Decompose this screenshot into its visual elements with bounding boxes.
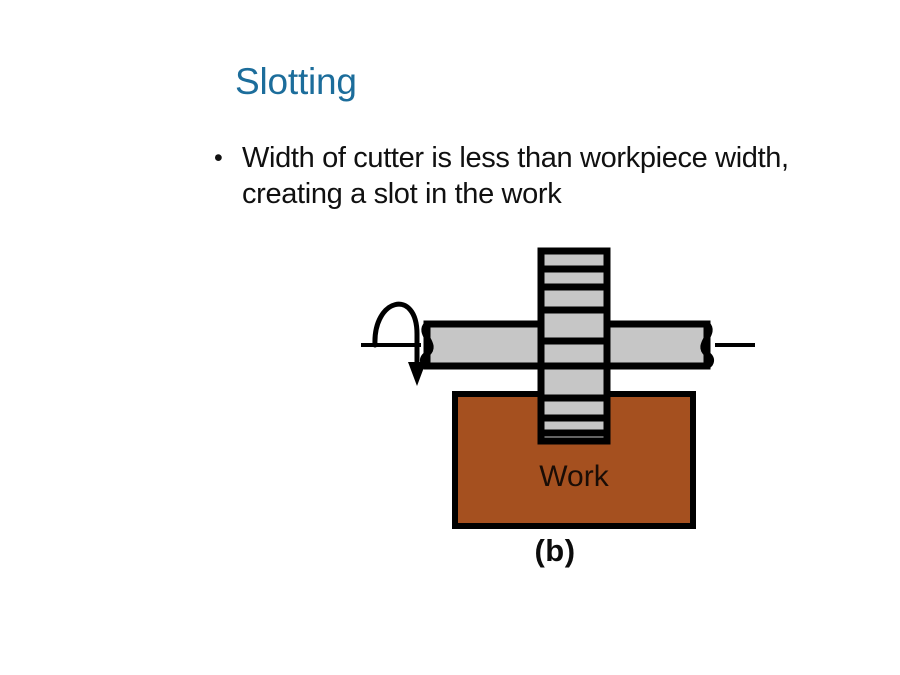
slotting-diagram-svg: Work — [361, 247, 755, 529]
bullet-point-icon: • — [214, 144, 223, 172]
cutter-teeth-bands — [544, 265, 604, 437]
bullet-text: Width of cutter is less than workpiece w… — [242, 142, 789, 210]
list-item: • Width of cutter is less than workpiece… — [211, 140, 851, 212]
workpiece-label: Work — [539, 460, 609, 493]
rotation-arc — [372, 301, 420, 348]
rotation-arrowhead — [408, 362, 426, 386]
figure-caption: (b) — [534, 533, 576, 568]
cutter-body — [537, 247, 611, 445]
page-title: Slotting — [235, 61, 357, 102]
rotation-arrow — [372, 301, 426, 386]
slotting-diagram: Work (b) — [355, 238, 755, 588]
slotting-cutter — [537, 247, 611, 445]
bullet-list: • Width of cutter is less than workpiece… — [211, 140, 851, 212]
arbor-right-break-symbol — [700, 321, 715, 369]
